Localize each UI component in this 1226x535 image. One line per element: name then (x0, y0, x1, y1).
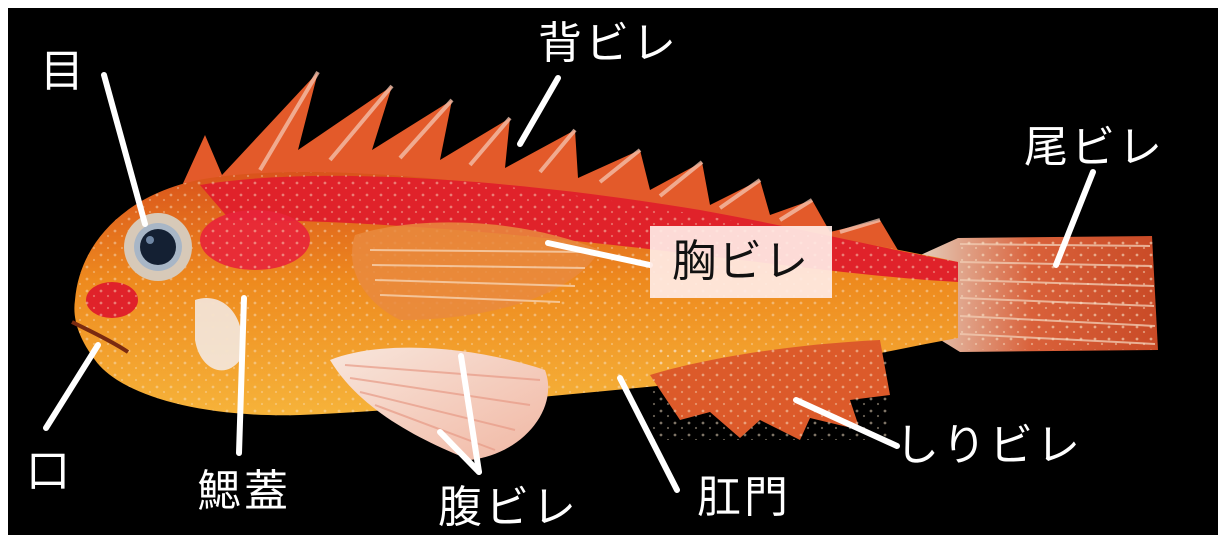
label-mouth: 口 (26, 450, 73, 494)
label-anus: 肛門 (697, 476, 791, 520)
label-gill-cover: 鰓蓋 (197, 470, 291, 514)
eye-pupil (140, 229, 176, 265)
label-caudal-fin: 尾ビレ (1024, 126, 1165, 170)
label-pelvic-fin: 腹ビレ (438, 486, 579, 530)
label-pectoral-fin: 胸ビレ (650, 226, 832, 298)
label-anal-fin: しりビレ (895, 424, 1083, 468)
label-dorsal-fin: 背ビレ (538, 22, 679, 66)
label-eye: 目 (40, 50, 87, 94)
